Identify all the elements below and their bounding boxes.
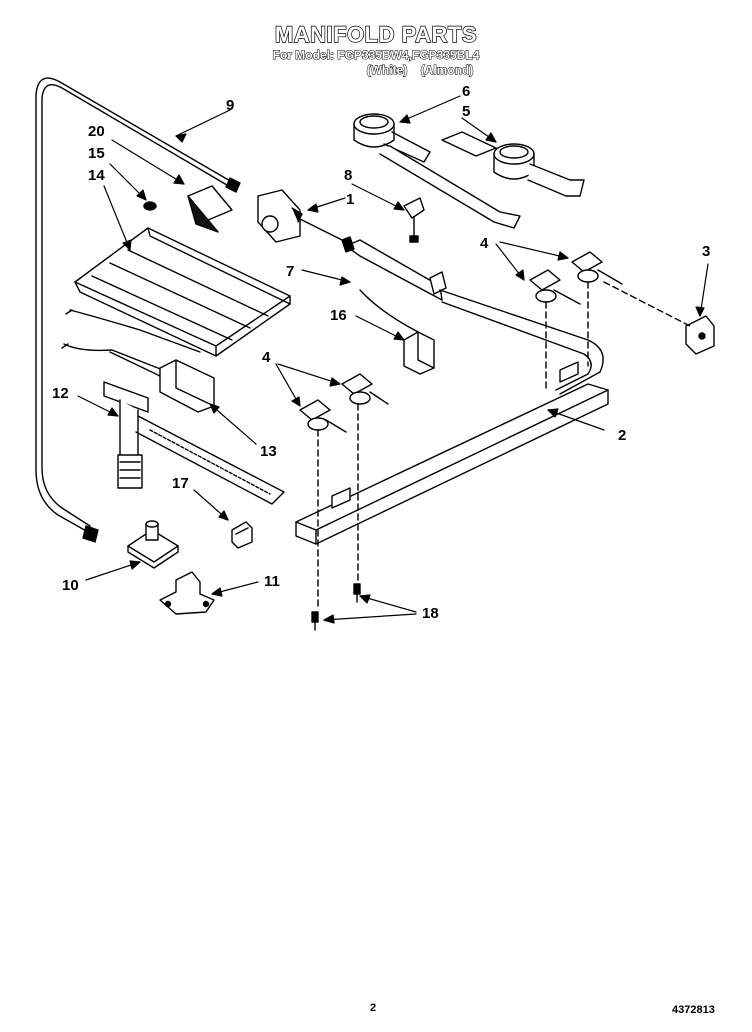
callout-9: 9 [226,97,234,114]
callout-4-rear: 4 [480,235,489,252]
callout-14: 14 [88,167,105,184]
callout-17: 17 [172,475,189,492]
leader-arrows [77,95,709,624]
callout-6: 6 [462,83,470,100]
callout-13: 13 [260,443,277,460]
callout-8: 8 [344,167,352,184]
page-number: 2 [370,1002,377,1014]
callout-15: 15 [88,145,105,162]
heat-shield-part-14 [74,227,291,357]
valve-part-4-front [299,373,389,433]
valve-part-3 [685,315,715,355]
callout-18: 18 [422,605,439,622]
callout-12: 12 [52,385,69,402]
color-line: (White) (Almond) [366,63,474,78]
document-number: 4372813 [672,1004,715,1016]
wiring-part-13 [61,309,215,413]
callout-1: 1 [346,191,354,208]
gas-tube-part-9 [35,77,241,543]
page-title: MANIFOLD PARTS [274,21,478,47]
clip-part-17 [231,521,253,549]
callout-2: 2 [618,427,626,444]
alignment-lines [317,281,691,611]
callout-11: 11 [264,573,280,590]
burner-part-5 [441,131,585,197]
burner-tube-part-12 [103,381,285,505]
callout-5: 5 [462,103,470,120]
clip-part-8 [403,197,425,243]
igniter-part-16 [359,289,435,375]
manifold-pipe-part-7 [341,236,604,395]
burner-part-6 [353,113,521,229]
callout-7: 7 [286,263,294,280]
valve-part-1 [257,189,351,245]
callout-4-front: 4 [262,349,271,366]
nut-part-15 [143,201,157,211]
model-line: For Model: FGP335BW4,FGP335BL4 [272,48,480,63]
callout-20: 20 [88,123,105,140]
callout-16: 16 [330,307,347,324]
callout-3: 3 [702,243,710,260]
orifice-holder-part-10 [127,520,179,569]
valve-part-4-rear [529,251,623,305]
screw-part-18 [311,583,361,631]
manifold-bracket-part-2 [295,361,609,545]
bracket-part-20 [187,185,233,233]
callout-10: 10 [62,577,79,594]
bracket-part-11 [159,571,215,615]
